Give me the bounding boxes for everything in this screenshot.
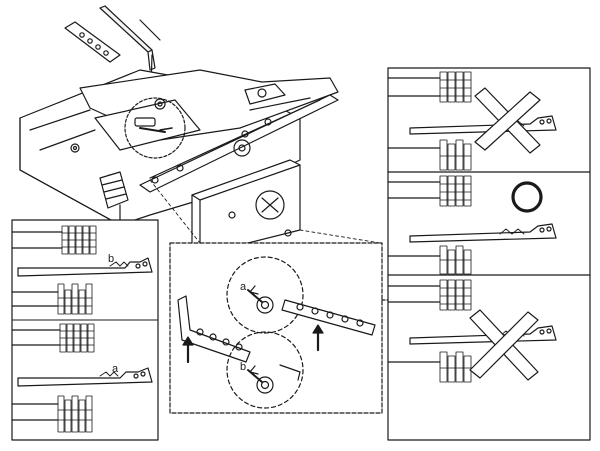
right-panel-frame [387,67,591,441]
wrong-cross-icon [469,309,539,381]
left-panel: b a [11,219,159,441]
left-feed-chart-1: b [11,225,153,315]
right-row-1 [387,71,557,171]
left-callout-a: a [112,363,119,375]
zoom-circle-top [226,256,304,334]
center-callout-b: b [240,361,246,373]
center-callout-a: a [240,281,247,293]
left-feed-chart-2: a [11,323,153,433]
wrong-cross-icon [474,87,541,154]
center-panel: a b [149,179,383,414]
right-row-3 [387,279,557,383]
right-row-2 [387,175,557,275]
right-panel [387,67,591,441]
correct-circle-icon [511,181,543,213]
zoom-circle-bottom [226,331,304,409]
left-callout-b: b [108,253,114,265]
machine-illustration [19,5,339,256]
